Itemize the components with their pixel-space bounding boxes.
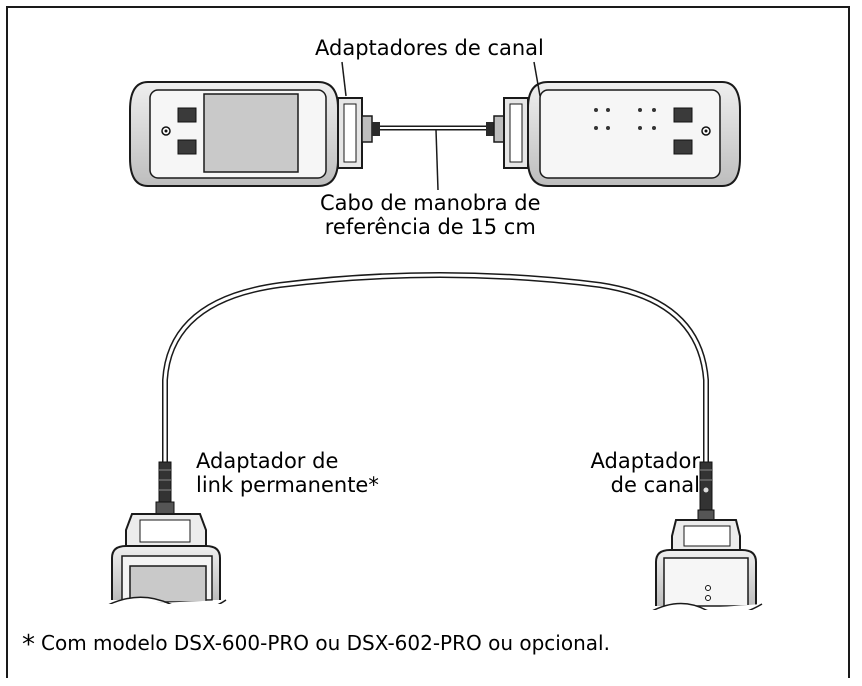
remote-unit-top xyxy=(527,81,741,187)
long-cable xyxy=(162,272,709,462)
channel-adapter-top-left xyxy=(337,97,380,169)
figure-frame xyxy=(6,6,850,678)
channel-adapter-line-2: de canal xyxy=(610,473,700,497)
patch-cord-label: Cabo de manobra de referência de 15 cm xyxy=(320,191,541,239)
permanent-link-adapter xyxy=(125,461,207,549)
leader-line-right xyxy=(533,61,541,97)
channel-adapter-top-right xyxy=(486,97,529,169)
patch-cord-line-2: referência de 15 cm xyxy=(324,215,536,239)
main-unit-top xyxy=(129,81,339,187)
channel-adapter-label: Adaptador de canal xyxy=(560,449,700,497)
patch-cord-line-1: Cabo de manobra de xyxy=(320,191,541,215)
permanent-link-adapter-label: Adaptador de link permanente* xyxy=(196,449,379,497)
footnote-text: Com modelo DSX-600-PRO ou DSX-602-PRO ou… xyxy=(41,631,610,655)
main-unit-bottom xyxy=(104,545,234,624)
footnote-marker: * xyxy=(22,630,35,660)
channel-adapters-label: Adaptadores de canal xyxy=(315,36,544,60)
channel-adapter-bottom xyxy=(671,461,741,553)
patch-cord-15cm xyxy=(380,125,486,191)
leader-line-left xyxy=(341,61,347,97)
channel-adapter-line-1: Adaptador xyxy=(590,449,700,473)
footnote: *Com modelo DSX-600-PRO ou DSX-602-PRO o… xyxy=(22,630,610,660)
permanent-link-line-2: link permanente* xyxy=(196,473,379,497)
channel-adapters-text: Adaptadores de canal xyxy=(315,36,544,60)
remote-unit-bottom xyxy=(646,549,766,626)
permanent-link-line-1: Adaptador de xyxy=(196,449,339,473)
